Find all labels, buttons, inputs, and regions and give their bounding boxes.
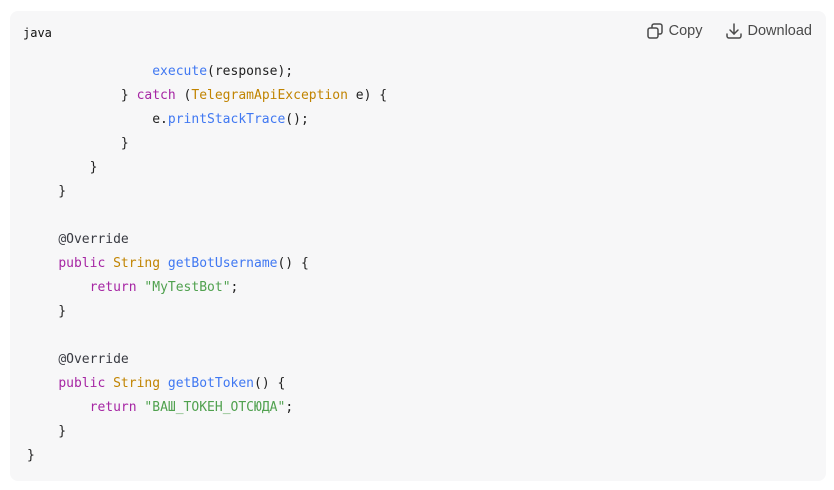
code-line: public String getBotToken() {	[58, 376, 286, 391]
code-line: }	[27, 184, 67, 199]
copy-label: Copy	[668, 23, 703, 39]
code-block: java Copy Download exec	[10, 11, 826, 481]
code-line	[27, 324, 387, 348]
copy-icon	[646, 22, 664, 40]
code-line: @Override	[58, 352, 129, 367]
code-line	[27, 204, 387, 228]
code-actions: Copy Download	[646, 22, 812, 40]
code-content: execute(response); } catch (TelegramApiE…	[27, 60, 387, 468]
code-line: }	[27, 136, 129, 151]
code-line: }	[27, 448, 35, 463]
code-line: }	[27, 160, 98, 175]
download-label: Download	[747, 23, 813, 39]
code-line: return "ВАШ_ТОКЕН_ОТСЮДА";	[89, 400, 294, 415]
code-line: }	[27, 304, 67, 319]
code-line: return "MyTestBot";	[89, 280, 239, 295]
download-button[interactable]: Download	[725, 22, 813, 40]
code-line: } catch (TelegramApiException e) {	[120, 88, 388, 103]
code-line: execute(response);	[152, 64, 294, 79]
code-line: }	[27, 424, 67, 439]
code-line: @Override	[58, 232, 129, 247]
code-line: public String getBotUsername() {	[58, 256, 309, 271]
download-icon	[725, 22, 743, 40]
code-line: e.printStackTrace();	[152, 112, 309, 127]
code-language-label: java	[23, 26, 52, 40]
copy-button[interactable]: Copy	[646, 22, 703, 40]
